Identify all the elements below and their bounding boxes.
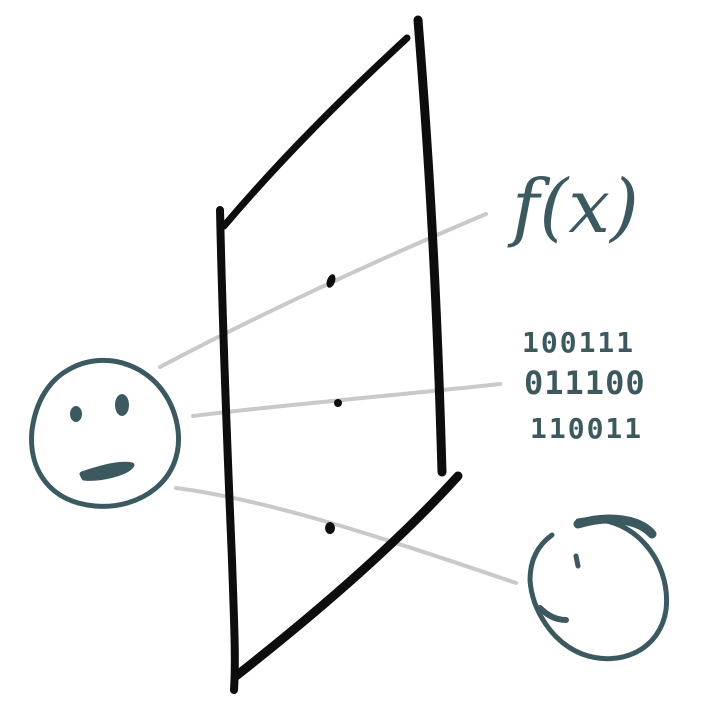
binary-block: 100111 011100 110011 (522, 326, 646, 445)
panel-bottom-edge (231, 471, 463, 681)
neutral-face-icon (29, 357, 182, 509)
profile-face-icon (527, 514, 670, 662)
ray-to-binary (191, 382, 502, 418)
crossing-point-middle (334, 399, 342, 407)
ray-to-profile-face (174, 486, 518, 585)
panel-left-edge (216, 206, 239, 694)
crossing-point-bottom (325, 522, 335, 534)
profile-face-hair (573, 514, 657, 539)
neutral-face-outline (29, 357, 182, 509)
panel-frame (216, 15, 463, 694)
binary-row-2: 011100 (524, 364, 646, 402)
profile-face-mouth (537, 605, 569, 623)
neutral-face-mouth (79, 461, 135, 481)
function-label: f(x) (507, 164, 639, 250)
crossing-points (325, 274, 342, 534)
profile-face-eye (573, 553, 581, 569)
panel-right-edge (413, 15, 447, 477)
binary-row-3: 110011 (530, 412, 643, 445)
neutral-face-eye-left (70, 406, 82, 422)
ray-to-function (158, 212, 488, 369)
rays (158, 212, 518, 585)
binary-row-1: 100111 (522, 326, 635, 359)
crossing-point-top (326, 274, 336, 288)
profile-face-outline (527, 517, 670, 662)
panel-top-edge (220, 34, 411, 230)
neutral-face-eye-right (115, 394, 129, 416)
